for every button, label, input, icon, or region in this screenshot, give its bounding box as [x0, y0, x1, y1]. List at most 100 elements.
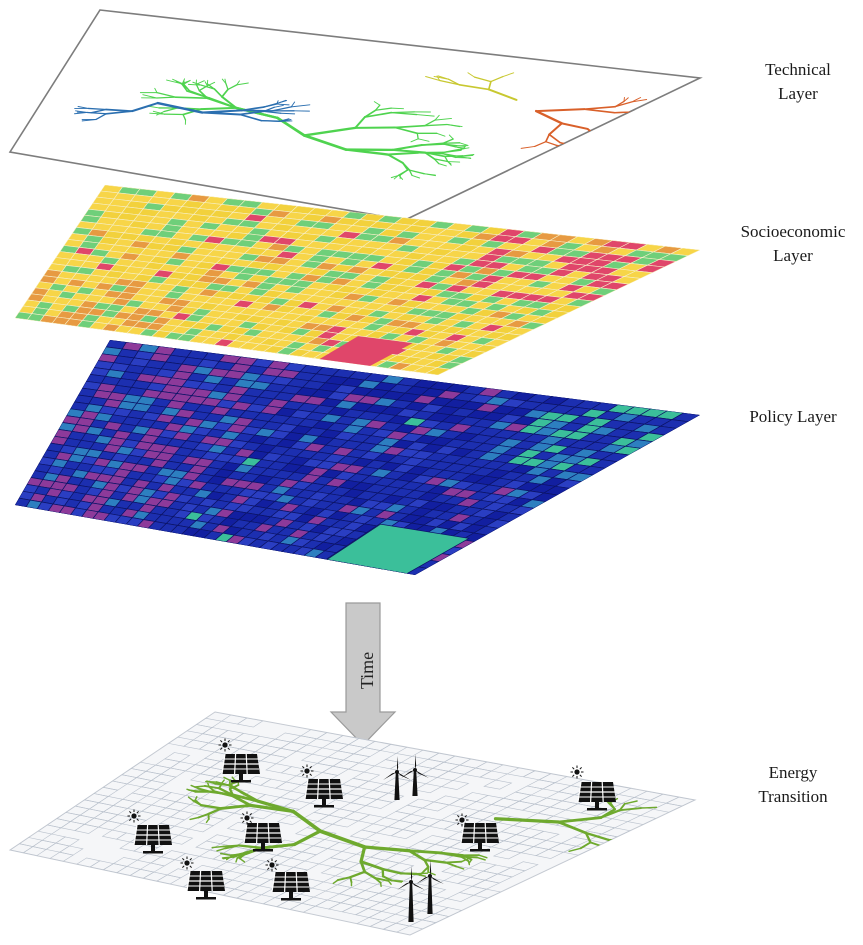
- policy-layer-label: Policy Layer: [749, 407, 837, 426]
- sun-icon: [265, 858, 279, 872]
- network-edge: [149, 112, 165, 115]
- network-edge: [374, 107, 392, 111]
- network-edge: [219, 804, 252, 810]
- network-edge: [487, 80, 492, 91]
- sun-icon: [218, 738, 232, 752]
- network-edge: [618, 802, 626, 812]
- network-edge: [240, 109, 273, 112]
- network-edge: [205, 818, 210, 824]
- solar-panel-icon: [577, 781, 616, 811]
- network-edge: [280, 112, 296, 115]
- network-edge: [407, 849, 443, 855]
- parcel-cell: [534, 849, 565, 859]
- network-edge: [200, 84, 215, 90]
- network-edge: [235, 857, 238, 863]
- network-edge: [393, 174, 400, 180]
- solar-panel-icon: [243, 822, 282, 852]
- network-edge: [373, 101, 381, 106]
- network-edge: [411, 174, 421, 179]
- network-edge: [142, 94, 158, 99]
- network-edge: [291, 809, 323, 833]
- network-edge: [560, 122, 589, 130]
- network-edge: [557, 820, 588, 835]
- network-edge: [408, 169, 413, 177]
- network-edge: [214, 782, 232, 787]
- network-edge: [382, 875, 393, 882]
- network-edge: [434, 117, 453, 121]
- network-edge: [332, 879, 339, 885]
- network-edge: [74, 111, 88, 115]
- network-edge: [194, 785, 206, 788]
- network-edge: [239, 790, 260, 803]
- network-edge: [424, 123, 448, 127]
- network-edge: [423, 858, 447, 864]
- solar-panel-icon: [271, 871, 310, 901]
- network-edge: [417, 138, 430, 142]
- network-edge: [227, 84, 238, 91]
- network-edge: [263, 110, 282, 114]
- network-edge: [187, 83, 202, 86]
- network-edge: [290, 104, 311, 108]
- network-edge: [599, 809, 622, 819]
- parcel-cell: [331, 817, 360, 828]
- sun-icon: [180, 856, 194, 870]
- energy-transition-layer: [8, 711, 697, 936]
- solar-panel-icon: [304, 778, 343, 808]
- network-edge: [203, 785, 221, 790]
- network-edge: [607, 801, 616, 811]
- time-label-text: Time: [357, 651, 378, 689]
- network-edge: [166, 79, 183, 85]
- network-edge: [462, 154, 475, 157]
- network-edge: [639, 111, 656, 114]
- network-edge: [156, 111, 165, 116]
- network-edge: [612, 135, 625, 139]
- network-edge: [105, 110, 133, 115]
- network-edge: [239, 110, 265, 116]
- network-edge: [415, 872, 429, 875]
- network-edge: [597, 138, 603, 143]
- parcel-cell: [167, 834, 194, 845]
- network-edge: [407, 849, 426, 862]
- parcel-cell: [440, 780, 470, 790]
- network-edge: [579, 841, 592, 850]
- network-edge: [154, 87, 158, 94]
- network-edge: [221, 78, 227, 85]
- network-edge: [90, 108, 107, 114]
- network-edge: [206, 780, 216, 785]
- network-edge: [278, 120, 291, 122]
- network-edge: [189, 816, 200, 821]
- network-edge: [213, 88, 223, 98]
- parcel-cell: [492, 849, 523, 860]
- network-edge: [583, 105, 617, 110]
- parcel-cell: [235, 891, 263, 902]
- parcel-cell: [236, 717, 264, 728]
- network-edge: [359, 845, 367, 864]
- network-edge: [239, 113, 263, 122]
- sun-icon: [127, 809, 141, 823]
- network-edge: [182, 113, 187, 121]
- sun-icon: [240, 811, 254, 825]
- network-edge: [238, 857, 246, 863]
- parcel-cell: [276, 815, 305, 826]
- network-edge: [224, 844, 241, 850]
- network-edge: [427, 871, 436, 876]
- network-edge: [362, 845, 412, 853]
- network-edge: [87, 107, 107, 111]
- network-edge: [438, 163, 447, 167]
- network-edge: [434, 114, 440, 121]
- network-edge: [623, 96, 625, 102]
- parcel-cell: [626, 815, 658, 825]
- network-edge: [638, 111, 655, 114]
- network-edge: [448, 134, 454, 140]
- network-edge: [213, 790, 235, 798]
- network-edge: [192, 81, 202, 86]
- network-edge: [131, 102, 159, 113]
- network-edge: [534, 109, 563, 125]
- network-edge: [182, 84, 191, 92]
- network-edge: [204, 81, 208, 87]
- parcel-cell: [74, 823, 100, 834]
- network-edge: [187, 796, 194, 802]
- network-edge: [374, 877, 390, 882]
- socioeconomic-layer-label-line2: Layer: [773, 246, 813, 265]
- network-edge: [156, 101, 204, 114]
